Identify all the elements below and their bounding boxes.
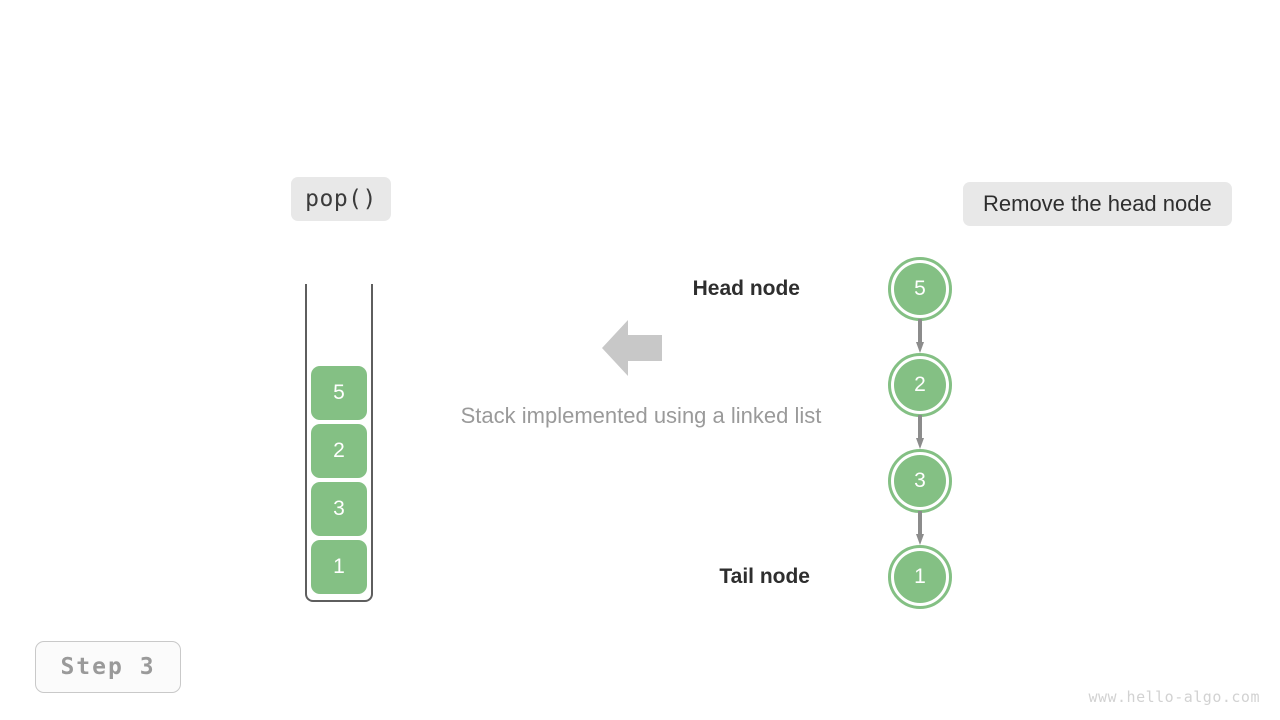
stack-cell: 5 [311,366,367,420]
tail-node-label-text: Tail node [719,565,810,588]
stack-cell-value: 2 [333,439,345,462]
head-node-label-text: Head node [692,277,800,300]
node-value: 3 [914,469,926,492]
stack-cell-value: 1 [333,555,345,578]
left-arrow-icon [600,318,664,378]
stack-cell-value: 5 [333,381,345,404]
node-link-arrow-icon [916,319,924,353]
node-value: 5 [914,277,926,300]
description-label: Remove the head node [983,191,1212,216]
watermark-text: www.hello-algo.com [1088,688,1260,706]
tail-node-label: Tail node [660,565,810,589]
stack-cell-list: 5 2 3 1 [311,366,367,594]
watermark: www.hello-algo.com [1088,688,1260,706]
description-chip: Remove the head node [963,182,1232,226]
node-link-arrow-icon [916,415,924,449]
head-node-label: Head node [660,277,800,301]
stack-container: 5 2 3 1 [305,284,373,602]
linked-list: 5 2 3 [888,257,952,609]
linked-list-node: 1 [888,545,952,609]
node-inner-circle: 2 [894,359,946,411]
node-inner-circle: 1 [894,551,946,603]
caption-text: Stack implemented using a linked list [441,403,841,429]
stack-cell: 2 [311,424,367,478]
node-inner-circle: 5 [894,263,946,315]
linked-list-node: 5 [888,257,952,321]
caption-label: Stack implemented using a linked list [460,403,822,428]
step-chip: Step 3 [35,641,181,693]
node-link-arrow-icon [916,511,924,545]
stack-cell-value: 3 [333,497,345,520]
node-inner-circle: 3 [894,455,946,507]
operation-chip: pop() [291,177,391,221]
node-value: 1 [914,565,926,588]
node-value: 2 [914,373,926,396]
stack-frame [305,284,373,602]
linked-list-node: 2 [888,353,952,417]
stack-cell: 3 [311,482,367,536]
stack-cell: 1 [311,540,367,594]
operation-label: pop() [305,186,377,212]
step-label: Step 3 [60,654,156,680]
linked-list-node: 3 [888,449,952,513]
